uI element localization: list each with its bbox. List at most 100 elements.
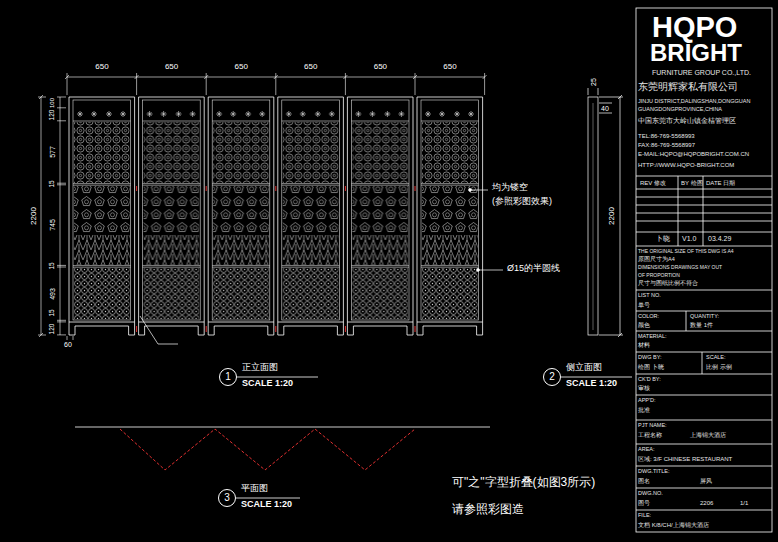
dimension: 650 — [374, 63, 387, 71]
dimension: 120 — [49, 109, 56, 120]
callout-circle: 1正立面图SCALE 1:20 — [219, 368, 237, 386]
title-block-text: AREA: — [638, 447, 655, 453]
title-block-text: 材料 — [638, 342, 650, 348]
title-block-text: 单号 — [638, 302, 650, 308]
dimension: 60 — [64, 341, 72, 348]
logo: BRIGHT — [650, 41, 742, 65]
title-block-text: 2206 — [700, 500, 713, 506]
dimension: 2200 — [608, 207, 616, 225]
title-block-text: 批准 — [638, 407, 650, 413]
title-block-text: 比例 示例 — [706, 364, 732, 370]
title-block-text: COLOR: — [638, 314, 659, 320]
view-scale: SCALE 1:20 — [241, 500, 292, 509]
title-block-text: 卜晓 — [656, 235, 670, 242]
title-block-text: 1/1 — [740, 500, 748, 506]
title-block-text: CK'D BY: — [638, 377, 661, 383]
dimension: 650 — [443, 63, 456, 71]
address: GUANGDONGPROVINCE,CHINA — [638, 107, 722, 113]
title-block-text: 工程名称 — [638, 432, 662, 438]
view-title: 正立面图 — [242, 363, 278, 372]
title-block-text: FILE: — [638, 513, 651, 519]
dimension: 15 — [49, 262, 56, 269]
dimension: 2200 — [30, 207, 38, 225]
address: JINJU DISTRICT,DALINGSHAN,DONGGUAN — [638, 99, 750, 105]
plan-view — [75, 427, 490, 470]
company-name: 东莞明辉家私有限公司 — [638, 82, 738, 92]
title-block-text: REV 修改 — [640, 180, 666, 186]
note: Ø15的半圆线 — [507, 264, 560, 273]
dimension: 745 — [49, 219, 56, 231]
note: 可"之"字型折叠(如图3所示) — [452, 476, 595, 488]
logo: HQPO — [652, 13, 737, 42]
view-title-underlines — [236, 377, 632, 498]
title-block-text: DWG BY: — [638, 355, 662, 361]
title-block-text: 图号 — [638, 500, 650, 506]
view-title: 侧立面图 — [566, 363, 602, 372]
title-block-text: 尺寸与图纸比例不符合 — [638, 281, 698, 287]
title-block-text: PJT NAME: — [638, 423, 667, 429]
dimension: 493 — [49, 288, 56, 300]
view-scale: SCALE 1:20 — [566, 379, 617, 388]
title-block-text: 颜色 — [638, 322, 650, 328]
contact: FAX:86-769-5568997 — [638, 142, 695, 148]
callout-number: 3 — [219, 490, 235, 506]
dimension: 15 — [49, 309, 56, 316]
title-block-text: LIST NO. — [638, 293, 661, 299]
dimension: 15 — [49, 180, 56, 187]
title-block-text: 屏风 — [700, 478, 712, 484]
title-block-text: 上海锦大酒店 — [690, 432, 726, 438]
dimension-lines — [38, 73, 487, 340]
dimension: 650 — [95, 63, 108, 71]
note: 均为镂空 — [492, 183, 528, 192]
title-block-text: 图名 — [638, 478, 650, 484]
title-block-text: QUANTITY: — [690, 314, 719, 320]
dimension: 120 — [49, 323, 56, 334]
title-block-grid — [636, 8, 772, 532]
title-block-text: OF PROPORTION — [638, 273, 680, 278]
callout-circle: 3平面图SCALE 1:20 — [218, 489, 236, 507]
callout-circle: 2侧立面图SCALE 1:20 — [543, 368, 561, 386]
side-elevation — [588, 88, 623, 337]
dimension: 650 — [304, 63, 317, 71]
title-block-text: APP'D: — [638, 398, 656, 404]
title-block-text: MATERIAL: — [638, 334, 667, 340]
screen-panel — [278, 97, 344, 335]
title-block-text: 区域: 3/F CHINESE RESTAURANT — [638, 456, 732, 462]
screen-panel — [69, 97, 135, 335]
screen-panel — [347, 97, 413, 335]
title-block-text: BY 绘图 — [681, 180, 703, 186]
callout-number: 2 — [544, 369, 560, 385]
company-name: FURNITURE GROUP CO.,LTD. — [652, 69, 751, 76]
view-title: 平面图 — [241, 484, 268, 493]
screen-panel — [208, 97, 274, 335]
title-block-text: DATE 日期 — [706, 180, 735, 186]
dimension: 650 — [235, 63, 248, 71]
note: (参照彩图效果) — [492, 197, 552, 206]
screen-panel — [417, 97, 483, 335]
note: 请参照彩图造 — [452, 503, 524, 515]
hinge-marks — [137, 186, 415, 332]
leader-lines — [140, 189, 503, 344]
dimension: 650 — [165, 63, 178, 71]
title-block-text: SCALE: — [706, 355, 726, 361]
title-block-text: V1.0 — [682, 235, 696, 242]
title-block-text: 绘图 卜晓 — [638, 364, 664, 370]
title-block-text: THE ORIGINAL SIZE OF THIS DWG IS A4 — [638, 249, 734, 254]
title-block-text: 原图尺寸为A4 — [638, 257, 675, 263]
title-block-text: DIMENSIONS DRAWINGS MAY OUT — [638, 265, 722, 270]
dimension: 25 — [590, 78, 597, 86]
view-scale: SCALE 1:20 — [242, 379, 293, 388]
callout-number: 1 — [220, 369, 236, 385]
address: 中国东莞市大岭山镇金桔管理区 — [638, 118, 736, 125]
dimension: 40 — [601, 105, 609, 112]
dimension: 577 — [49, 146, 56, 158]
title-block-text: 数量 1件 — [690, 322, 713, 328]
title-block-text: 文档 K/8/CH/上海锦大酒店 — [638, 522, 709, 528]
contact: E-MAIL:HQPO@HQPOBRIGHT.COM.CN — [638, 151, 749, 157]
screen-panels — [69, 97, 483, 335]
title-block-text: DWG.TITLE: — [638, 469, 669, 475]
title-block-text: DWG.NO. — [638, 491, 663, 497]
screen-panel — [139, 97, 205, 335]
dimension: 100 — [49, 98, 55, 108]
